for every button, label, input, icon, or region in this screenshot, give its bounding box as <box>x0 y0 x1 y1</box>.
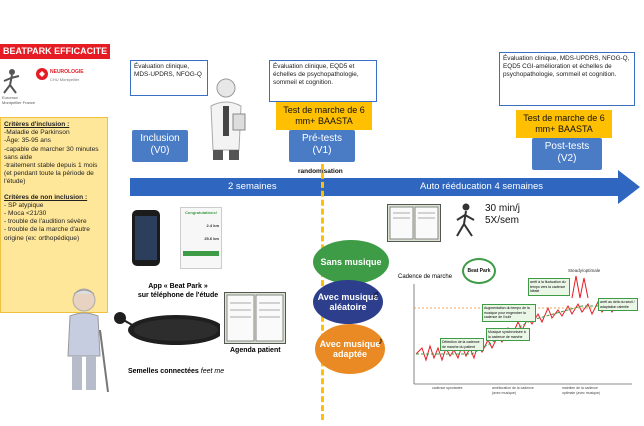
criteria-panel: Critères d'inclusion : -Maladie de Parki… <box>0 117 108 313</box>
walk-test-v2: Test de marche de 6 mm+ BAASTA <box>516 110 612 138</box>
stage-v1: Pré-tests (V1) <box>289 130 355 162</box>
stage-v0-name: Inclusion <box>140 133 180 144</box>
timeline-arrow <box>130 178 620 196</box>
music-note-icon: ♪ <box>378 336 383 347</box>
stage-v0-code: (V0) <box>150 145 170 156</box>
inclusion-item: -Âge: 35-95 ans <box>4 137 51 145</box>
doctor-icon <box>210 78 246 160</box>
cadence-chart: Cadence de marche Beat Park Steady/optim… <box>392 256 638 396</box>
evaluation-v1: Évaluation clinique, EQD5 et échelles de… <box>269 60 377 102</box>
frequency-text: 30 min/j 5X/sem <box>485 203 520 227</box>
beat-park-badge: Beat Park <box>462 258 496 284</box>
condition-no-music: Sans musique <box>313 240 389 284</box>
page-title: BEATPARK EFFICACITE <box>0 44 110 59</box>
exclusion-item: - Moca <21/30 <box>4 210 47 218</box>
app-label-device: sur téléphone de l'étude <box>137 292 219 299</box>
agenda-image-top <box>387 204 441 242</box>
timeline-period-1: 2 semaines <box>228 181 277 192</box>
inclusion-heading: Critères d'inclusion : <box>4 121 70 128</box>
exclusion-heading: Critères de non inclusion : <box>4 193 88 201</box>
inclusion-item: -Maladie de Parkinson <box>4 129 70 137</box>
stage-v2-name: Post-tests <box>544 141 590 152</box>
stage-v1-name: Pré-tests <box>301 133 342 144</box>
condition-random-music: Avec musique aléatoire <box>313 280 383 324</box>
evaluation-v2: Évaluation clinique, MDS-UPDRS, NFOG-Q, … <box>499 52 635 106</box>
neurologie-logo-text: NEUROLOGIE <box>50 69 84 75</box>
euromov-logo-icon <box>3 68 48 94</box>
doctor-illustration <box>203 76 249 162</box>
insoles-label-brand: feet me <box>200 368 225 375</box>
condition-adapted-music: Avec musique adaptée <box>315 324 385 374</box>
patient-agenda-icon <box>226 294 284 342</box>
annotation-detection: Détection de la cadence de marche du pat… <box>440 338 484 351</box>
open-book-icon <box>389 206 439 240</box>
exclusion-item: - trouble de la marche d'autre origine (… <box>4 226 90 242</box>
stage-v1-code: (V1) <box>312 145 332 156</box>
cadence-chart-graph <box>413 275 632 385</box>
inclusion-item: -capable de marcher 30 minutes sans aide <box>4 145 99 161</box>
phase-label-improvement: amélioration de la cadence (avec musique… <box>492 386 534 395</box>
agenda-image <box>224 292 286 344</box>
annotation-threshold: arrêt au delà du seuil / adaptation rale… <box>598 298 638 311</box>
frequency-count: 5X/sem <box>485 215 519 226</box>
timeline-arrow-head <box>618 170 640 204</box>
stage-v0: Inclusion (V0) <box>132 130 188 162</box>
evaluation-v0: Évaluation clinique, MDS-UPDRS, NFOG-Q <box>130 60 208 96</box>
music-note-icon: ♫ <box>372 290 380 301</box>
app-label: App « Beat Park » sur téléphone de l'étu… <box>128 282 228 300</box>
euromov-logo-text: Euromov Montpellier France <box>2 95 36 105</box>
app-screen-button <box>183 251 219 256</box>
annotation-tempo: arrêt à la fluctuation du tempo vers la … <box>528 278 570 296</box>
phase-label-spontaneous: cadence spontanée <box>432 386 463 390</box>
walking-person-icon <box>456 203 475 237</box>
phone-screen <box>135 216 157 260</box>
stage-v2: Post-tests (V2) <box>532 138 602 170</box>
annotation-increase: Augmentation du tempo de la musique pour… <box>482 304 536 322</box>
steady-label: Steady/optimale <box>568 268 601 273</box>
connected-insole-icon <box>114 312 224 345</box>
agenda-label: Agenda patient <box>230 347 281 354</box>
exclusion-item: - trouble de l'audition sévère <box>4 218 87 226</box>
elderly-patient-icon <box>67 288 109 393</box>
logos: Euromov Montpellier France NEUROLOGIE CH… <box>2 63 92 105</box>
app-screen: Congratulations! 2.4 km 25.6 km <box>180 207 222 269</box>
insoles-label-main: Semelles connectées <box>128 368 199 375</box>
annotation-sync: Musique synchronisée à la cadence de mar… <box>486 328 530 341</box>
chu-logo-text: CHU Montpellier <box>50 77 80 82</box>
phase-label-maintenance: maintien de la cadence optimale (avec mu… <box>562 386 601 395</box>
frequency-duration: 30 min/j <box>485 203 521 214</box>
patient-illustration <box>62 286 112 396</box>
cadence-chart-title: Cadence de marche <box>398 274 453 280</box>
app-screen-distance: 2.4 km <box>206 223 219 228</box>
exclusion-item: - SP atypique <box>4 201 44 209</box>
walk-test-v1: Test de marche de 6 mm+ BAASTA <box>276 102 372 130</box>
app-screen-header: Congratulations! <box>185 210 217 215</box>
app-screen-steps: 25.6 km <box>204 236 219 241</box>
stage-v2-code: (V2) <box>557 153 577 164</box>
walker-illustration <box>448 202 482 240</box>
app-label-name: App « Beat Park » <box>148 283 208 290</box>
inclusion-item: -traitement stable depuis 1 mois (et pen… <box>4 162 98 186</box>
insoles-label: Semelles connectées feet me <box>128 368 224 375</box>
randomisation-label: randomisation <box>298 168 343 175</box>
insoles-illustration <box>112 300 224 356</box>
timeline-period-2: Auto rééducation 4 semaines <box>420 181 544 192</box>
